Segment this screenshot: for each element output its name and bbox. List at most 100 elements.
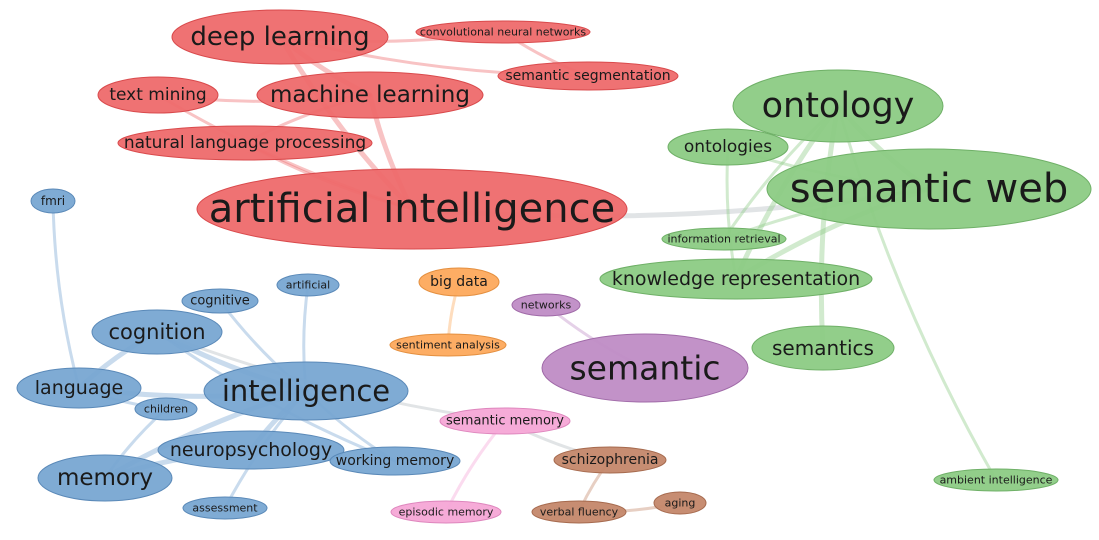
node-cognition[interactable]: cognition: [91, 309, 223, 355]
node-memory-label: memory: [57, 465, 153, 491]
node-language-label: language: [35, 377, 123, 399]
node-layer: deep learning convolutional neural networ…: [16, 9, 1092, 524]
node-semantic-segmentation-bubble: [497, 61, 679, 91]
node-children-label: children: [144, 403, 188, 416]
node-language-bubble: [16, 367, 142, 409]
node-intelligence-bubble: [203, 361, 409, 421]
node-big-data[interactable]: big data: [418, 267, 500, 297]
node-verbal-fluency-label: verbal fluency: [540, 506, 619, 519]
node-ontology-label: ontology: [762, 86, 915, 126]
node-machine-learning-label: machine learning: [270, 82, 470, 108]
node-cognition-label: cognition: [108, 320, 205, 344]
node-knowledge-representation-label: knowledge representation: [612, 268, 860, 290]
node-artificial-intelligence-label: artificial intelligence: [209, 186, 615, 232]
node-intelligence[interactable]: intelligence: [203, 361, 409, 421]
node-big-data-label: big data: [430, 274, 488, 290]
node-semantic-memory[interactable]: semantic memory: [439, 407, 571, 435]
node-verbal-fluency[interactable]: verbal fluency: [531, 500, 627, 524]
node-knowledge-representation-bubble: [599, 258, 873, 300]
node-semantics-bubble: [751, 325, 895, 371]
node-cognitive-bubble: [181, 288, 259, 314]
node-verbal-fluency-bubble: [531, 500, 627, 524]
node-convolutional-neural-networks[interactable]: convolutional neural networks: [415, 20, 591, 44]
node-ambient-intelligence[interactable]: ambient intelligence: [933, 468, 1059, 492]
node-cognition-bubble: [91, 309, 223, 355]
node-natural-language-processing-label: natural language processing: [124, 133, 366, 153]
node-episodic-memory-bubble: [390, 500, 502, 524]
node-working-memory-label: working memory: [336, 453, 454, 469]
node-information-retrieval[interactable]: information retrieval: [661, 227, 787, 251]
node-aging-label: aging: [665, 497, 696, 510]
node-memory-bubble: [37, 454, 173, 502]
node-text-mining[interactable]: text mining: [97, 76, 219, 114]
node-natural-language-processing-bubble: [117, 125, 373, 161]
node-deep-learning[interactable]: deep learning: [171, 9, 389, 65]
node-ontologies-bubble: [667, 128, 789, 166]
node-working-memory-bubble: [329, 446, 461, 476]
node-children[interactable]: children: [134, 397, 198, 421]
node-schizophrenia[interactable]: schizophrenia: [553, 446, 667, 474]
node-natural-language-processing[interactable]: natural language processing: [117, 125, 373, 161]
node-semantic-web[interactable]: semantic web: [766, 148, 1092, 230]
node-semantic-memory-label: semantic memory: [446, 414, 564, 429]
node-machine-learning-bubble: [256, 71, 484, 119]
node-working-memory[interactable]: working memory: [329, 446, 461, 476]
node-big-data-bubble: [418, 267, 500, 297]
node-ontologies[interactable]: ontologies: [667, 128, 789, 166]
node-semantic-memory-bubble: [439, 407, 571, 435]
node-intelligence-label: intelligence: [222, 374, 390, 408]
node-networks-label: networks: [521, 299, 572, 312]
node-semantic-bubble: [541, 333, 749, 403]
node-information-retrieval-bubble: [661, 227, 787, 251]
edge-fmri-language: [51, 199, 81, 390]
node-fmri-bubble: [30, 188, 76, 214]
node-artificial[interactable]: artificial: [276, 273, 340, 297]
node-semantic-web-bubble: [766, 148, 1092, 230]
node-networks[interactable]: networks: [511, 293, 581, 317]
node-networks-bubble: [511, 293, 581, 317]
node-children-bubble: [134, 397, 198, 421]
node-semantic[interactable]: semantic: [541, 333, 749, 403]
node-text-mining-bubble: [97, 76, 219, 114]
node-semantic-web-label: semantic web: [790, 166, 1069, 212]
node-convolutional-neural-networks-label: convolutional neural networks: [420, 26, 587, 39]
node-information-retrieval-label: information retrieval: [668, 233, 781, 246]
node-memory[interactable]: memory: [37, 454, 173, 502]
node-aging-bubble: [653, 491, 707, 515]
node-cognitive-label: cognitive: [190, 294, 250, 309]
node-ontology[interactable]: ontology: [732, 69, 944, 143]
node-episodic-memory-label: episodic memory: [399, 506, 494, 519]
node-ambient-intelligence-label: ambient intelligence: [940, 474, 1053, 487]
node-semantic-segmentation-label: semantic segmentation: [505, 68, 670, 84]
node-text-mining-label: text mining: [109, 85, 206, 105]
node-semantic-segmentation[interactable]: semantic segmentation: [497, 61, 679, 91]
node-language[interactable]: language: [16, 367, 142, 409]
node-artificial-intelligence-bubble: [196, 168, 628, 250]
node-convolutional-neural-networks-bubble: [415, 20, 591, 44]
node-schizophrenia-label: schizophrenia: [562, 452, 659, 468]
node-episodic-memory[interactable]: episodic memory: [390, 500, 502, 524]
node-semantics-label: semantics: [772, 336, 874, 360]
node-artificial-intelligence[interactable]: artificial intelligence: [196, 168, 628, 250]
node-assessment[interactable]: assessment: [182, 496, 268, 520]
node-fmri[interactable]: fmri: [30, 188, 76, 214]
node-neuropsychology[interactable]: neuropsychology: [157, 430, 345, 470]
node-knowledge-representation[interactable]: knowledge representation: [599, 258, 873, 300]
node-semantic-label: semantic: [569, 349, 720, 388]
node-semantics[interactable]: semantics: [751, 325, 895, 371]
node-schizophrenia-bubble: [553, 446, 667, 474]
node-assessment-bubble: [182, 496, 268, 520]
node-sentiment-analysis[interactable]: sentiment analysis: [389, 333, 507, 357]
node-artificial-label: artificial: [286, 279, 330, 292]
node-deep-learning-label: deep learning: [190, 22, 369, 52]
node-sentiment-analysis-bubble: [389, 333, 507, 357]
node-neuropsychology-label: neuropsychology: [170, 439, 332, 461]
node-ambient-intelligence-bubble: [933, 468, 1059, 492]
node-artificial-bubble: [276, 273, 340, 297]
node-machine-learning[interactable]: machine learning: [256, 71, 484, 119]
node-aging[interactable]: aging: [653, 491, 707, 515]
node-assessment-label: assessment: [192, 502, 258, 515]
node-cognitive[interactable]: cognitive: [181, 288, 259, 314]
node-ontologies-label: ontologies: [684, 137, 772, 157]
